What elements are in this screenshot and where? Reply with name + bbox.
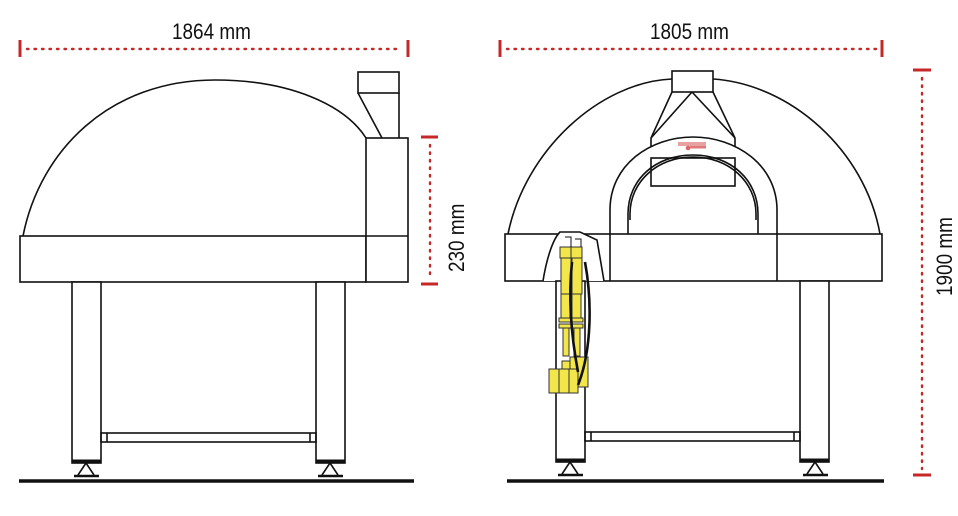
dimension-side-height [421, 135, 438, 286]
dimension-front-width [498, 40, 884, 57]
brand-logo [678, 142, 706, 151]
side-view [19, 71, 414, 483]
dimension-total-height [913, 68, 931, 477]
front-width-label: 1805 mm [650, 19, 729, 44]
side-width-label: 1864 mm [172, 19, 251, 44]
total-height-label: 1900 mm [932, 217, 957, 296]
dimension-side-width [18, 40, 410, 57]
side-height-label: 230 mm [444, 203, 469, 272]
gas-burner-assembly [548, 236, 591, 394]
